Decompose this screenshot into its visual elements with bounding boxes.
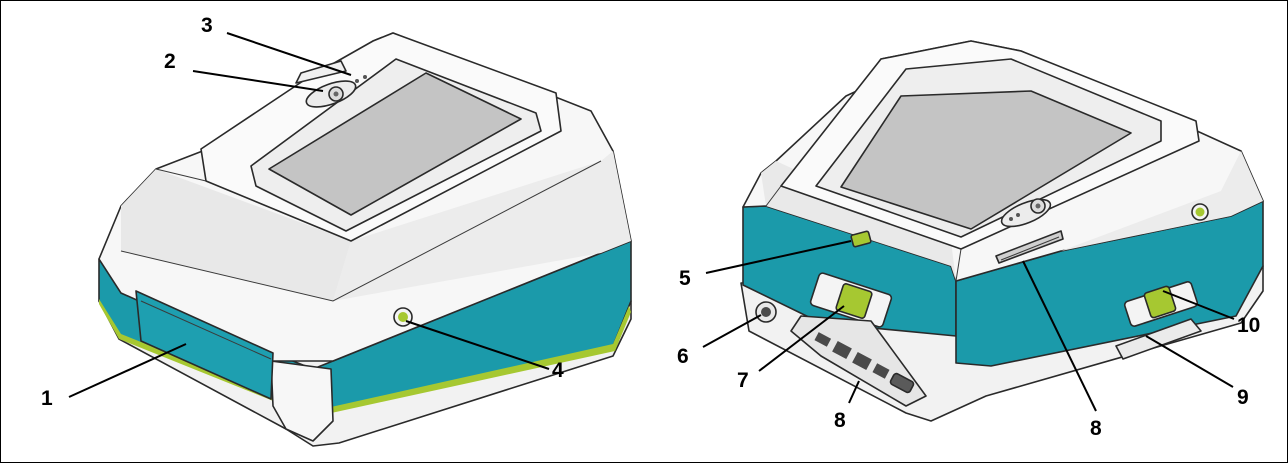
ethernet-port-icon — [832, 340, 852, 360]
leader-3 — [226, 32, 352, 76]
front-corner-column — [270, 360, 334, 442]
callout-10: 10 — [1237, 314, 1260, 337]
usb-port-icon — [814, 332, 832, 347]
leader-9 — [1145, 335, 1234, 388]
callout-8-connectors: 8 — [834, 409, 846, 432]
rear-led-icon-2 — [1016, 213, 1020, 217]
leader-10 — [1162, 290, 1235, 320]
callout-1: 1 — [41, 387, 53, 410]
callout-4: 4 — [552, 359, 564, 382]
rear-led-icon — [1009, 217, 1013, 221]
callout-2: 2 — [164, 50, 176, 73]
callout-7: 7 — [737, 369, 749, 392]
side-port-core — [398, 312, 408, 322]
front-lime-stripe-right — [313, 306, 631, 417]
front-back-hinge — [295, 60, 347, 84]
usb-port-icon-2 — [872, 363, 890, 379]
front-paper-cover — [135, 290, 274, 400]
left-latch-slider-icon — [835, 283, 873, 319]
serial-port-icon — [889, 372, 915, 394]
power-inlet-core — [761, 307, 771, 317]
leader-8b — [1022, 260, 1097, 412]
printer-rear-view — [740, 40, 1264, 422]
release-tab-icon — [850, 230, 872, 248]
ethernet-port-icon-2 — [852, 351, 872, 371]
front-screen — [268, 72, 522, 216]
callout-labels: 1 2 3 4 5 6 7 8 8 9 10 — [41, 14, 1260, 440]
leader-7 — [758, 305, 845, 372]
leader-1 — [68, 343, 187, 398]
status-led-icon-2 — [363, 75, 367, 79]
leader-8a — [848, 380, 860, 404]
status-led-icon — [355, 79, 359, 83]
callout-8-paper-slot: 8 — [1090, 417, 1102, 440]
callout-9: 9 — [1237, 386, 1249, 409]
leader-5 — [705, 240, 852, 274]
callout-6: 6 — [677, 345, 689, 368]
rear-shell-shade-2 — [1061, 151, 1263, 251]
leader-4 — [405, 320, 550, 370]
bottom-paper-feed — [1115, 318, 1202, 360]
callout-5: 5 — [679, 267, 691, 290]
front-paper-cover-lip — [140, 300, 272, 360]
leader-6 — [702, 314, 762, 348]
printer-front-view — [98, 32, 632, 447]
rear-side-port-core — [1195, 207, 1205, 217]
leader-2 — [192, 70, 324, 92]
callout-3: 3 — [201, 14, 213, 37]
front-shell-shade — [121, 169, 351, 301]
front-shell-shade-2 — [333, 151, 631, 301]
rear-screen — [840, 90, 1132, 230]
rear-power-button-center — [1035, 203, 1041, 209]
right-latch-slider-icon — [1143, 285, 1177, 319]
leader-lines — [68, 32, 1235, 412]
power-button-center — [333, 91, 339, 97]
